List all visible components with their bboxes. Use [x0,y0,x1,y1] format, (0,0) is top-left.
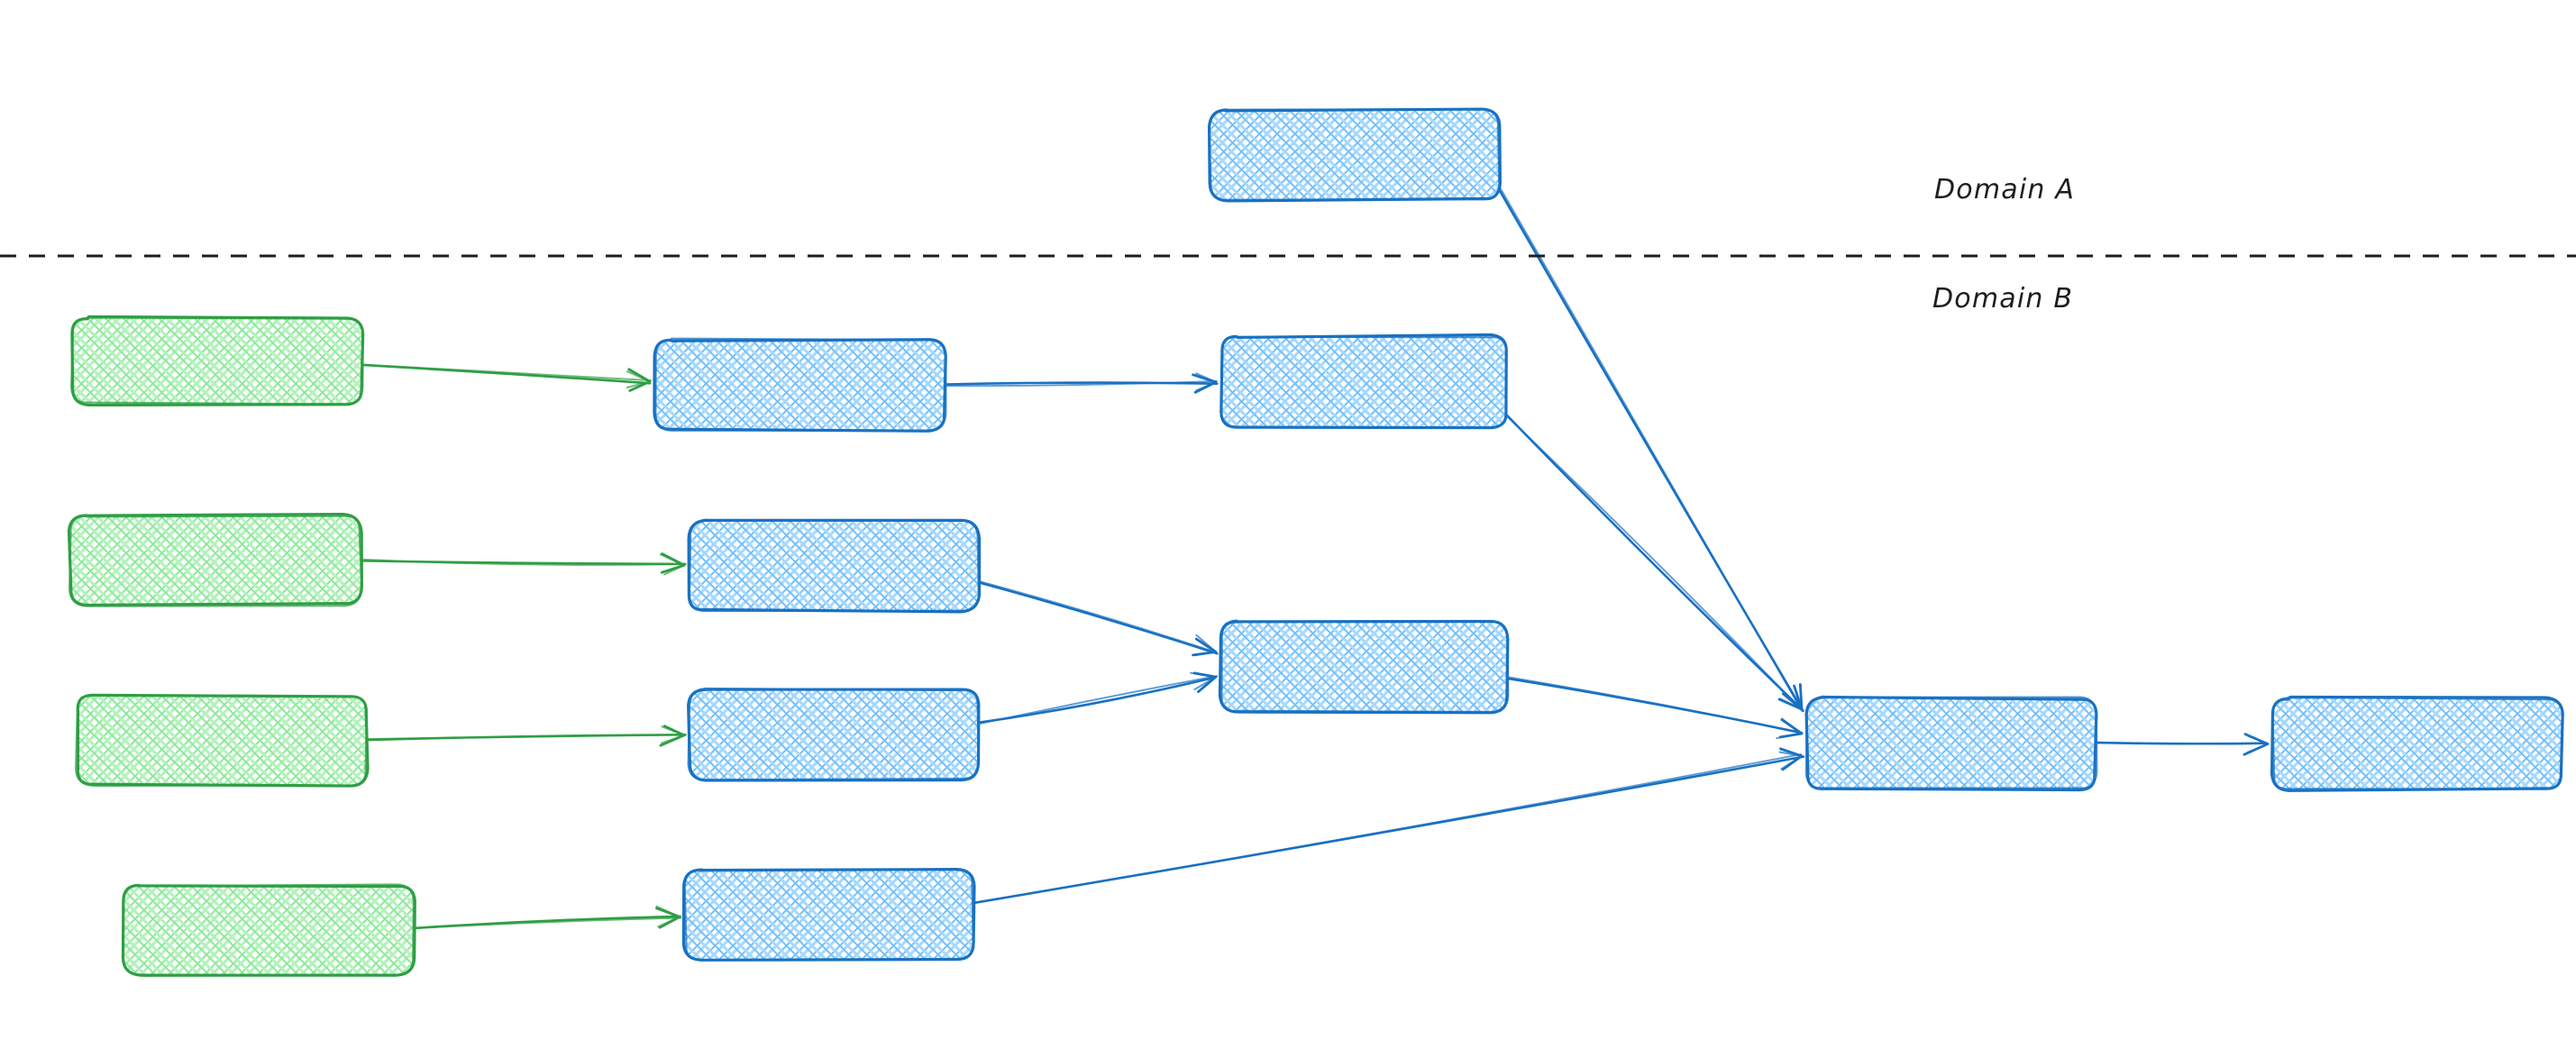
arrowhead-icon [626,370,651,388]
domain-b-label: Domain B [1932,283,2074,315]
edge-line [1507,676,1803,734]
diagram-node[interactable] [67,512,363,607]
node-fill [2273,698,2562,789]
diagram-edge[interactable] [1497,187,1804,713]
edge-line [975,580,1219,655]
edge-line [975,579,1218,653]
nodes-layer [67,107,2564,977]
node-outline [70,316,364,406]
arrowhead-icon [1779,686,1803,710]
edge-line [977,675,1219,725]
diagram-node[interactable] [687,518,982,614]
edge-line [973,753,1803,904]
diagram-edge[interactable] [1505,413,1804,712]
node-fill [690,689,978,780]
node-outline [683,869,974,962]
domain-a-label: Domain A [1934,174,2076,205]
node-outline [654,337,947,432]
node-outline [122,883,415,977]
diagram-edge[interactable] [943,372,1219,394]
node-fill [123,885,414,974]
node-fill [1807,698,2096,789]
arrowhead-icon [1776,717,1803,740]
node-outline [1219,335,1507,429]
edge-line [1504,677,1804,734]
diagram-node[interactable] [1219,333,1508,430]
edge-line [364,734,687,740]
node-outline [69,515,363,607]
diagram-edge[interactable] [973,747,1805,905]
node-fill [655,340,945,430]
arrowhead-icon [2246,734,2269,753]
diagram-node[interactable] [75,693,370,788]
node-outline [1220,620,1510,713]
edge-line [945,380,1218,388]
node-outline [75,693,369,787]
diagram-node[interactable] [1804,695,2098,792]
diagram-node[interactable] [653,337,947,433]
node-outline [1804,696,2098,789]
node-fill [70,515,361,605]
edge-line [362,363,653,382]
node-fill [690,521,978,611]
edge-line [360,558,685,566]
node-fill [77,696,367,785]
arrowhead-icon [661,725,685,744]
diagram-node[interactable] [1218,619,1510,715]
diagram-edge[interactable] [975,671,1219,725]
arrowhead-icon [1190,671,1217,691]
node-fill [72,318,362,404]
arrowhead-icon [655,905,681,928]
node-fill [1221,336,1507,427]
diagram-edge[interactable] [358,552,687,576]
diagram-edge[interactable] [1504,676,1804,740]
arrowhead-icon [659,553,685,576]
arrowhead-icon [1195,372,1217,392]
diagram-node[interactable] [2270,695,2564,792]
edge-line [2095,741,2270,745]
arrowhead-icon [1778,751,1803,771]
node-fill [1210,110,1499,200]
edge-line [414,917,682,930]
node-fill [685,870,973,960]
node-outline [2271,696,2564,790]
node-outline [1208,108,1501,201]
node-outline [687,687,980,781]
edge-line [1505,415,1804,712]
diagram-edge[interactable] [360,363,653,392]
edge-line [1505,413,1804,711]
arrowhead-icon [1193,634,1217,657]
node-fill [1221,622,1507,712]
diagram-edge[interactable] [414,905,682,930]
diagram-node[interactable] [121,883,416,977]
diagram-node[interactable] [70,315,365,407]
diagram-node[interactable] [1207,107,1503,203]
edges-layer [358,187,2270,930]
node-outline [688,518,980,613]
diagram-edge[interactable] [2095,733,2270,756]
diagram-node[interactable] [687,687,981,782]
edge-line [1499,187,1803,712]
diagram-node[interactable] [681,868,976,962]
diagram-edge[interactable] [975,579,1219,657]
diagram-edge[interactable] [364,725,687,747]
